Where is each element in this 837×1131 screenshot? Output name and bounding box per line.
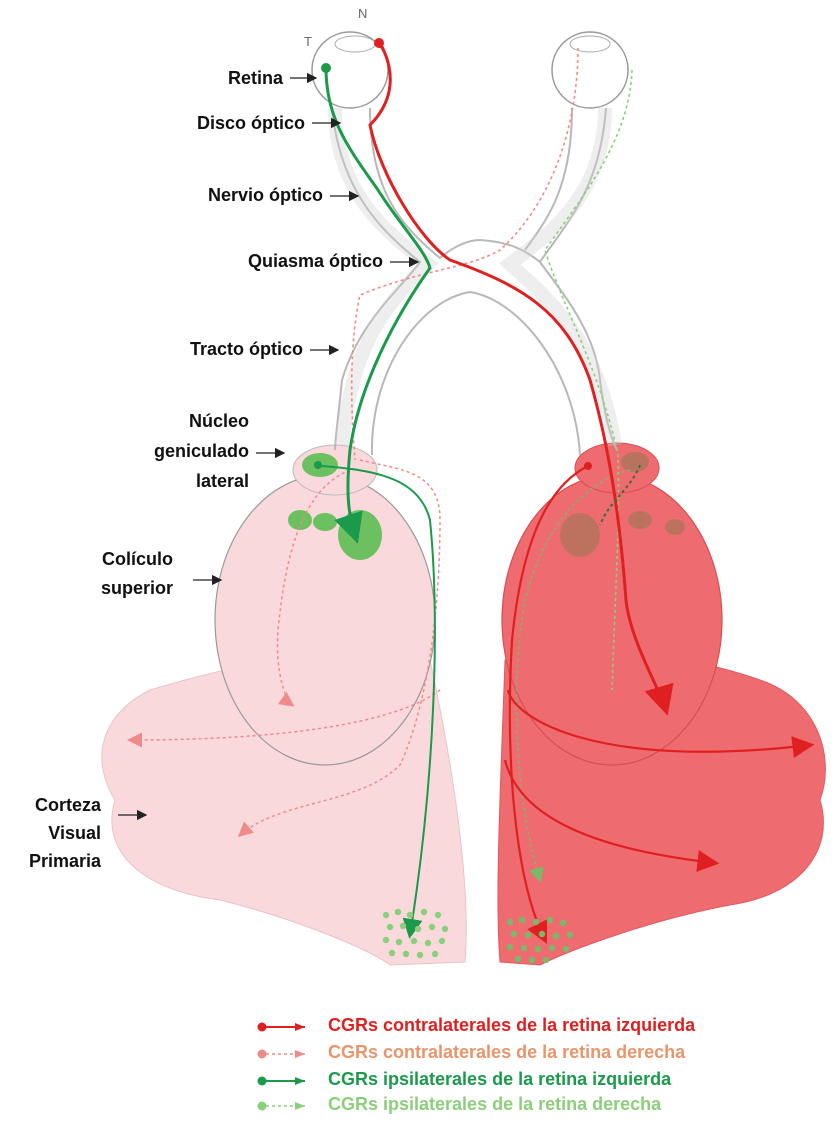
label-ngl-line3: lateral bbox=[196, 468, 249, 494]
legend-item-ipsi-left: CGRs ipsilaterales de la retina izquierd… bbox=[328, 1069, 671, 1090]
label-ngl-line1: Núcleo bbox=[189, 408, 249, 434]
right-eye bbox=[552, 32, 628, 108]
legend-item-ipsi-right: CGRs ipsilaterales de la retina derecha bbox=[328, 1094, 661, 1115]
nasal-marker: N bbox=[358, 6, 367, 21]
label-coliculo-line2: superior bbox=[101, 575, 173, 601]
label-quiasma-optico: Quiasma óptico bbox=[248, 248, 383, 274]
legend-item-contra-left: CGRs contralaterales de la retina izquie… bbox=[328, 1015, 695, 1036]
label-coliculo-line1: Colículo bbox=[102, 546, 173, 572]
label-ngl-line2: geniculado bbox=[154, 438, 249, 464]
legend-swatches bbox=[258, 1023, 306, 1111]
label-retina: Retina bbox=[228, 65, 283, 91]
label-corteza-line3: Primaria bbox=[29, 848, 101, 874]
label-tracto-optico: Tracto óptico bbox=[190, 336, 303, 362]
legend-item-contra-right: CGRs contralaterales de la retina derech… bbox=[328, 1042, 685, 1063]
label-corteza-line1: Corteza bbox=[35, 792, 101, 818]
label-disco-optico: Disco óptico bbox=[197, 110, 305, 136]
label-nervio-optico: Nervio óptico bbox=[208, 182, 323, 208]
right-superior-colliculus bbox=[502, 475, 722, 765]
temporal-marker: T bbox=[304, 34, 312, 49]
optic-pathway-outline bbox=[332, 108, 617, 455]
label-corteza-line2: Visual bbox=[48, 820, 101, 846]
